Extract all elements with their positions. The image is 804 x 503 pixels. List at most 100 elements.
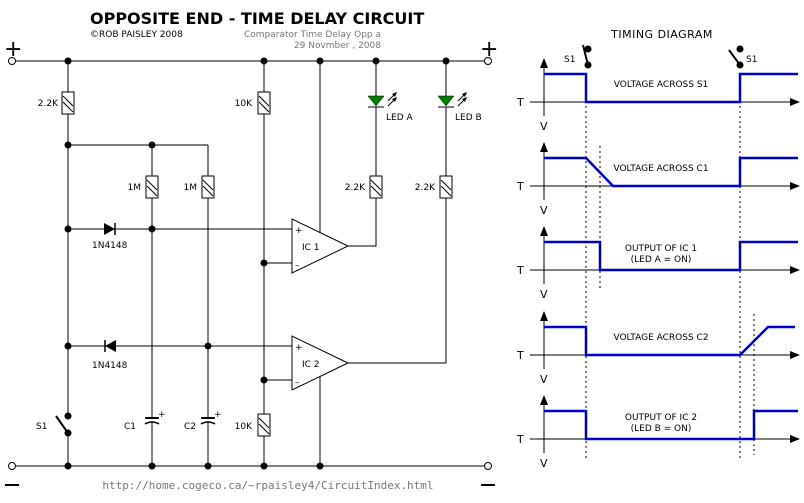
arrowhead [462,97,467,102]
junction-dot [64,57,72,65]
resistor-hatch [258,95,270,107]
switch-s1 [55,415,69,434]
junction-dot [260,376,268,384]
resistor-hatch [146,179,158,191]
date: 29 Novmber , 2008 [294,41,381,51]
resistor-hatch [370,185,382,197]
schematic: + + 2.2K S1 1M + C [4,37,498,486]
resistor-hatch [258,423,270,435]
ic1-minus: – [295,261,300,271]
junction-dot [260,462,268,470]
c2-plus: + [214,410,222,420]
wire [348,198,447,364]
junctions [64,57,450,470]
trace-label: VOLTAGE ACROSS S1 [614,80,709,90]
trace-label: OUTPUT OF IC 1 [625,244,697,254]
resistor-hatch [258,417,270,429]
plus-right-label: + [480,37,498,62]
ic1-plus: + [295,226,303,236]
voltage-axis-arrow [540,142,548,152]
led-b [437,95,455,107]
s1-label: S1 [36,422,47,432]
plus-left-label: + [4,37,22,62]
waveform-trace [544,240,798,272]
resistor-hatch [62,101,74,113]
arrowhead [392,97,397,102]
copyright: ©ROB PAISLEY 2008 [90,30,183,40]
trace-label: (LED A = ON) [631,255,692,265]
resistor-hatch [62,95,74,107]
axis-v-label: V [540,373,548,386]
s1-open-label: S1 [564,55,575,65]
resistor-hatch [258,101,270,113]
axis-t-label: T [516,180,524,193]
terminal-plus-right [484,57,492,65]
terminal-plus-left [8,57,16,65]
footer-url: http://home.cogeco.ca/~rpaisley4/Circuit… [102,479,433,492]
junction-dot [316,462,324,470]
subtitle: Comparator Time Delay Opp a [244,30,381,40]
voltage-axis-arrow [540,395,548,405]
junction-dot [204,462,212,470]
waveform-trace [544,409,798,441]
axis-t-label: T [516,433,524,446]
junction-dot [442,57,450,65]
switch-lever [728,49,741,66]
axis-t-label: T [516,264,524,277]
resistor-hatch [370,179,382,191]
junction-dot [372,57,380,65]
switch-closed-icon [728,45,744,69]
r1-label: 2.2K [38,99,59,109]
r2-label: 1M [128,183,142,193]
ic1-label: IC 1 [302,243,320,253]
c2-label: C2 [184,422,196,432]
wire [348,198,377,247]
switch-contact [584,45,592,53]
time-axis-arrow [790,182,800,190]
resistor-hatch [202,179,214,191]
resistor-hatch [440,185,452,197]
c1-label: C1 [124,422,136,432]
axis-v-label: V [540,457,548,470]
arrowhead [392,92,397,97]
junction-dot [64,141,72,149]
ic2-label: IC 2 [302,360,320,370]
resistor-hatch [440,179,452,191]
c1-plus: + [158,410,166,420]
trace-label: (LED B = ON) [631,424,692,434]
axis-t-label: T [516,96,524,109]
waveform-trace [544,72,798,104]
r3-label: 1M [184,183,198,193]
voltage-axis-arrow [540,58,548,68]
junction-dot [148,462,156,470]
resistor-hatch [202,185,214,197]
junction-dot [64,225,72,233]
r7-label: 2.2K [415,183,436,193]
page-title: OPPOSITE END - TIME DELAY CIRCUIT [90,9,424,28]
minus-left-symbol [5,484,19,486]
resistor-hatch [146,185,158,197]
junction-dot [64,462,72,470]
junction-dot [260,57,268,65]
voltage-axis-arrow [540,311,548,321]
junction-dot [148,225,156,233]
r4-label: 10K [235,99,253,109]
voltage-axis-arrow [540,226,548,236]
d1-label: 1N4148 [92,241,128,251]
timing-title: TIMING DIAGRAM [610,28,713,41]
waveform-trace [544,325,795,357]
junction-dot [204,342,212,350]
led-b-label: LED B [455,113,482,123]
switch-contact [64,412,72,420]
switch-open-icon [582,44,592,69]
time-axis-arrow [790,98,800,106]
junction-dot [316,57,324,65]
time-axis-arrow [790,351,800,359]
trace-label: VOLTAGE ACROSS C1 [613,164,708,174]
junction-dot [148,141,156,149]
minus-right-symbol [481,484,495,486]
switch-contact [736,45,744,53]
r6-label: 2.2K [345,183,366,193]
axis-v-label: V [540,120,548,133]
timing-traces: T V VOLTAGE ACROSS S1 T V VOLTAGE ACROSS C1 T V… [516,58,800,470]
